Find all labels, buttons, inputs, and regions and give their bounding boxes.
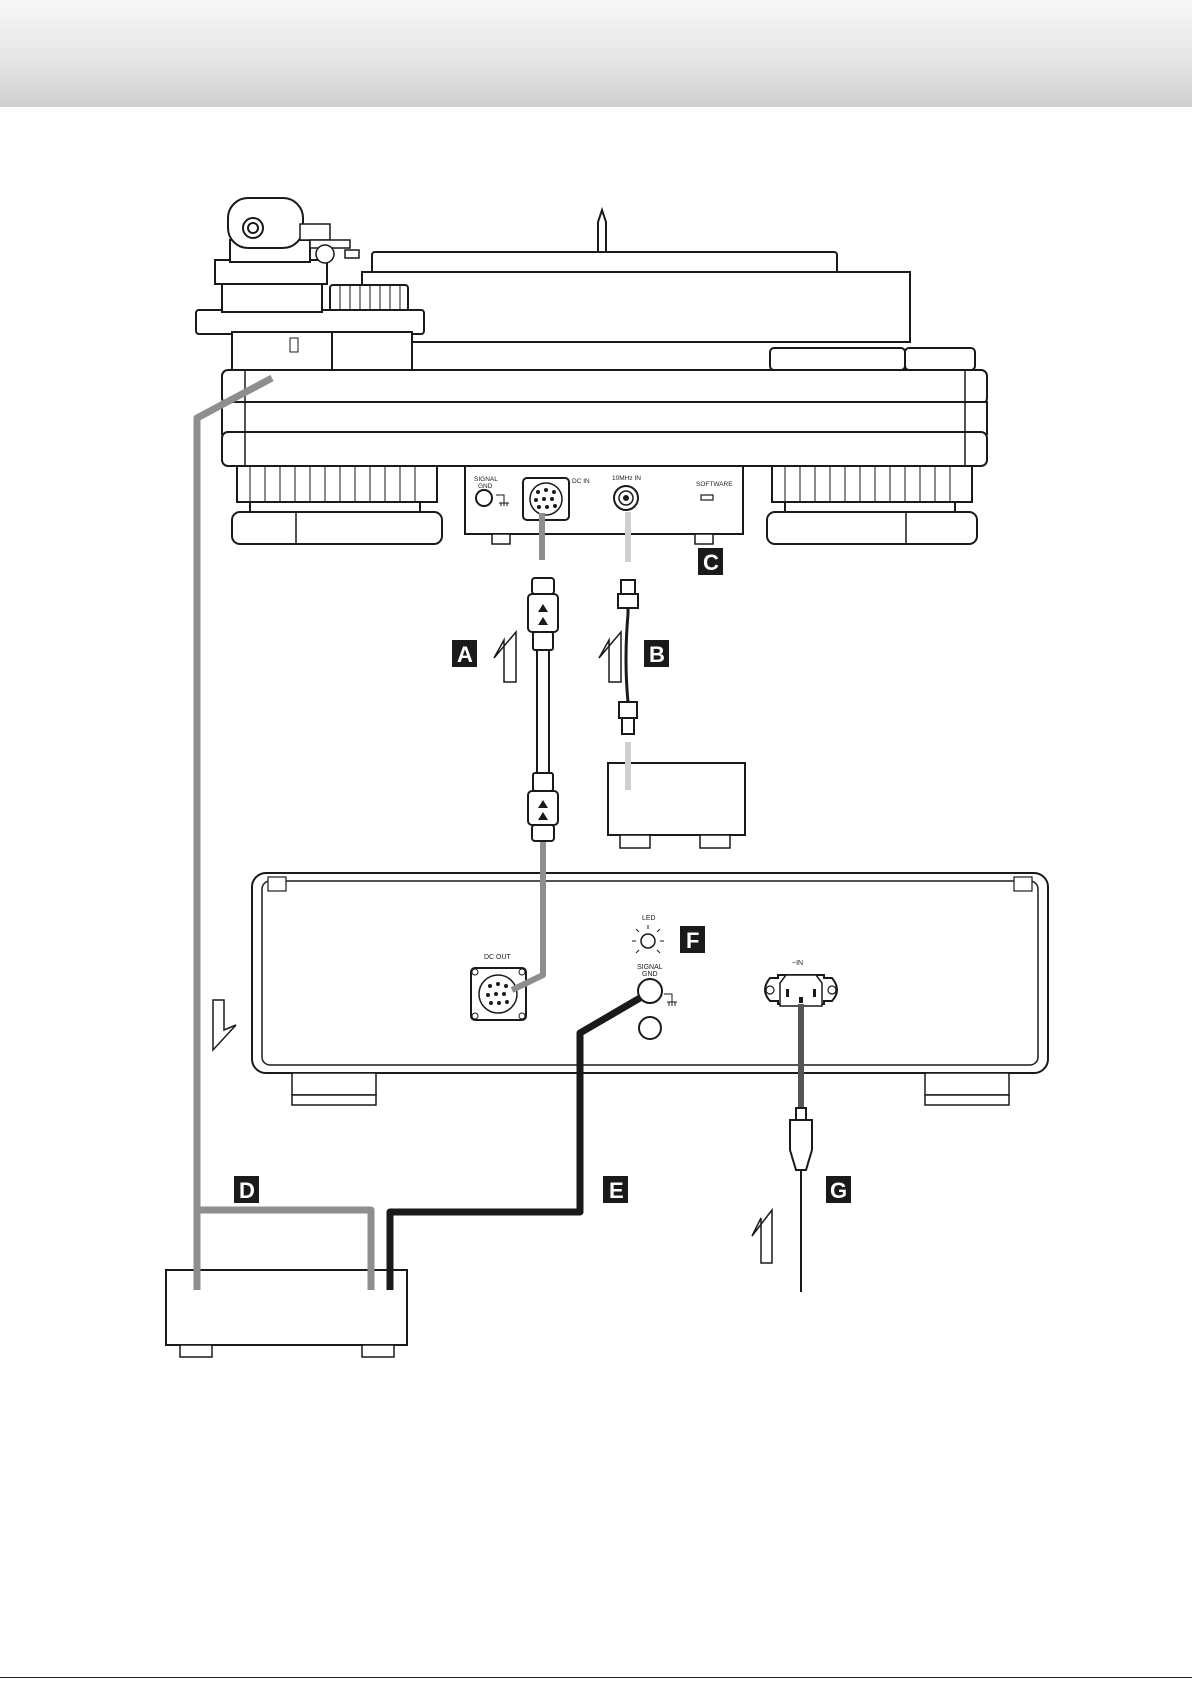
weight-right-1 bbox=[770, 348, 905, 370]
spindle bbox=[598, 210, 606, 252]
arrow-up-a-icon bbox=[494, 632, 516, 682]
dc-cable-assembly bbox=[528, 578, 558, 841]
plinth-bottom bbox=[222, 432, 987, 466]
turntable-signal-gnd-jack[interactable] bbox=[476, 490, 492, 506]
callout-f: F bbox=[680, 926, 705, 953]
callout-c: C bbox=[698, 548, 723, 575]
plinth-top bbox=[222, 370, 987, 404]
arrow-up-g-icon bbox=[752, 1210, 772, 1263]
software-usb-port[interactable] bbox=[701, 495, 713, 500]
callout-a-label: A bbox=[457, 642, 473, 667]
psu-signal-gnd-label-1: SIGNAL bbox=[637, 964, 663, 971]
plinth-middle bbox=[222, 402, 987, 434]
arrow-down-d-icon bbox=[213, 1000, 236, 1050]
tonearm-base bbox=[196, 310, 424, 334]
psu-signal-gnd-terminal[interactable] bbox=[638, 979, 662, 1003]
psu-ac-in-label: ~IN bbox=[792, 960, 803, 967]
callout-g: G bbox=[826, 1176, 851, 1203]
callout-d: D bbox=[234, 1176, 259, 1203]
psu-dc-out-label: DC OUT bbox=[484, 954, 512, 961]
callout-d-label: D bbox=[239, 1178, 255, 1203]
platter bbox=[372, 252, 837, 274]
callout-e: E bbox=[603, 1176, 628, 1203]
callout-b-label: B bbox=[649, 642, 665, 667]
power-cord-plug bbox=[790, 1108, 812, 1292]
tt-signal-gnd-label-1: SIGNAL bbox=[474, 476, 498, 483]
led-dimmer-knob[interactable] bbox=[641, 934, 655, 948]
tt-clock-in-label: 10MHz IN bbox=[612, 475, 641, 482]
platter-body bbox=[362, 272, 910, 342]
platter-knob bbox=[330, 285, 408, 311]
tt-dc-in-label: DC IN bbox=[572, 478, 590, 485]
callout-f-label: F bbox=[686, 928, 699, 953]
arrow-up-b-icon bbox=[599, 632, 621, 682]
power-supply bbox=[252, 873, 1048, 1105]
right-foot-base bbox=[767, 512, 977, 544]
callout-g-label: G bbox=[830, 1178, 847, 1203]
weight-right-2 bbox=[905, 348, 975, 370]
psu-signal-gnd-label-2: GND bbox=[642, 971, 658, 978]
callout-c-label: C bbox=[703, 550, 719, 575]
tt-software-label: SOFTWARE bbox=[696, 481, 733, 488]
callout-a: A bbox=[452, 640, 477, 667]
psu-round-terminal bbox=[639, 1017, 661, 1039]
callout-b: B bbox=[644, 640, 669, 667]
page-bottom-rule bbox=[0, 1677, 1192, 1678]
callout-e-label: E bbox=[609, 1178, 624, 1203]
psu-led-label: LED bbox=[642, 915, 656, 922]
turntable bbox=[196, 198, 987, 544]
left-foot-base bbox=[232, 512, 442, 544]
tt-signal-gnd-label-2: GND bbox=[478, 483, 493, 490]
counterweight bbox=[228, 198, 303, 248]
